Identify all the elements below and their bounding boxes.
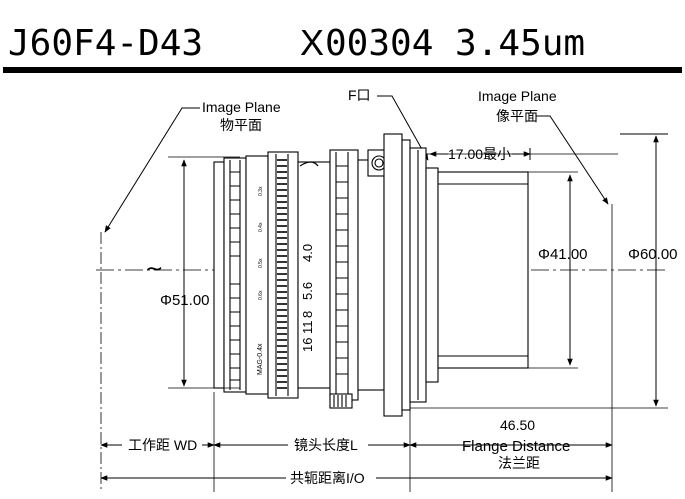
dim-min-length	[429, 148, 531, 160]
conjugate-distance-label: 共轭距离I/O	[290, 470, 365, 486]
spec-title: 00304 3.45um	[325, 23, 585, 64]
wd-label-bg	[122, 436, 202, 453]
focus-ring-knurl	[277, 159, 287, 389]
flange-distance-value: 46.50	[500, 417, 535, 433]
magnification-scale: 0.3x 0.4x 0.5x 0.6x MAG-0.4x	[257, 186, 264, 375]
lens-diameter-label: Φ51.00	[160, 292, 210, 309]
aperture-11: 11	[300, 321, 315, 335]
inner-diameter-label: Φ41.00	[538, 246, 588, 263]
dim-flange-diameter	[620, 133, 668, 407]
rear-ring-ribs	[336, 165, 348, 375]
aperture-5-6: 5.6	[300, 282, 315, 300]
mag-0-5: 0.5x	[258, 258, 264, 268]
right-image-plane-label-cn: 像平面	[496, 108, 538, 124]
f-mount-label: F口	[348, 87, 371, 103]
left-image-plane-label: Image Plane	[202, 99, 281, 115]
lens-length-label: 镜头长度L	[294, 437, 358, 453]
f-mount-leader	[377, 95, 429, 161]
lens-length-bg	[288, 436, 368, 453]
lens-body	[213, 133, 529, 417]
min-length-label: 17.00最小	[448, 146, 511, 162]
aperture-4: 4.0	[300, 244, 315, 262]
mag-0-3: 0.3x	[258, 186, 264, 196]
mag-0-4: 0.4x	[258, 222, 264, 232]
aperture-16: 16	[300, 338, 315, 352]
spec-prefix: X	[300, 22, 324, 63]
right-image-plane-leader	[536, 115, 609, 205]
header-rule	[3, 67, 682, 73]
mag-range-label: MAG-0.4x	[257, 343, 264, 375]
conjugate-label-bg	[286, 469, 376, 486]
flange-distance-label: Flange Distance	[462, 438, 570, 455]
mag-0-6: 0.6x	[258, 290, 264, 300]
flange-distance-label-cn: 法兰距	[498, 455, 540, 471]
aperture-scale: 4.0 5.6 8 11 16	[300, 244, 315, 352]
flange-diameter-label: Φ60.00	[628, 246, 678, 263]
right-image-plane-label: Image Plane	[478, 88, 557, 104]
working-distance-label: 工作距 WD	[128, 437, 197, 453]
left-object-plane-label-cn: 物平面	[220, 117, 262, 133]
model-title: J60F4-D43	[8, 23, 203, 64]
wave-symbol: ~	[145, 257, 163, 282]
left-image-plane-leader	[104, 107, 200, 233]
aperture-8: 8	[300, 311, 315, 318]
